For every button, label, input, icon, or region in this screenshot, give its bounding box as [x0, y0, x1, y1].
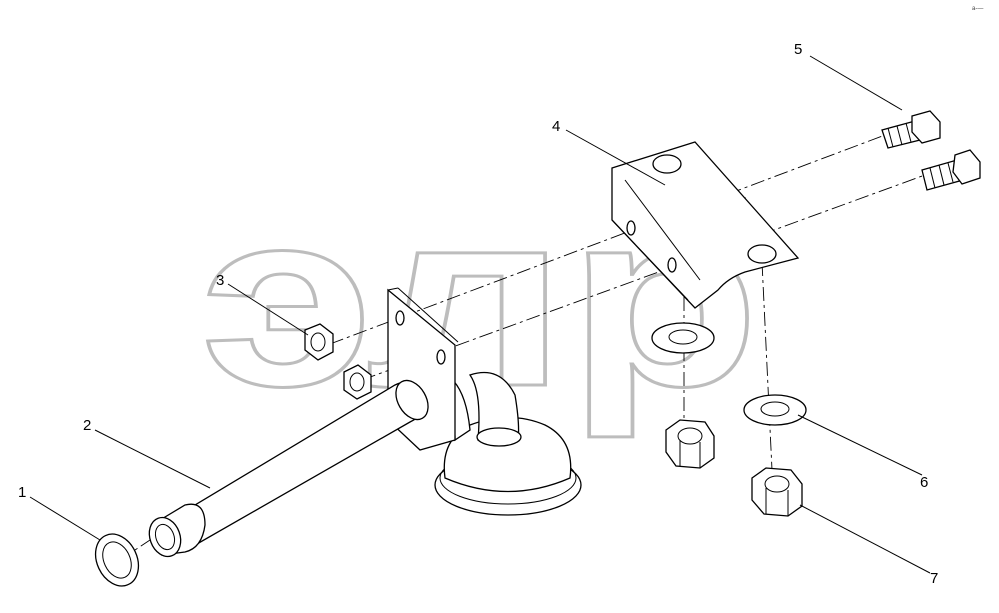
callout-2: 2	[83, 417, 91, 434]
corner-mark: a-—	[972, 6, 983, 12]
part-7-nuts	[665, 419, 803, 517]
callout-5: 5	[794, 41, 802, 58]
callout-3: 3	[216, 272, 224, 289]
part-1-seal-ring	[94, 533, 140, 587]
part-4-bracket	[611, 141, 800, 309]
callout-6: 6	[920, 474, 928, 491]
part-3-nuts	[304, 323, 372, 400]
callout-1: 1	[18, 484, 26, 501]
part-5-bolts	[881, 110, 981, 191]
leader-lines	[29, 55, 931, 574]
callout-labels: 1 2 3 4 5 6 7	[18, 41, 938, 587]
part-6-washers	[651, 322, 807, 426]
callout-7: 7	[930, 570, 938, 587]
callout-4: 4	[552, 118, 560, 135]
part-2-intake-pipe	[148, 287, 582, 558]
